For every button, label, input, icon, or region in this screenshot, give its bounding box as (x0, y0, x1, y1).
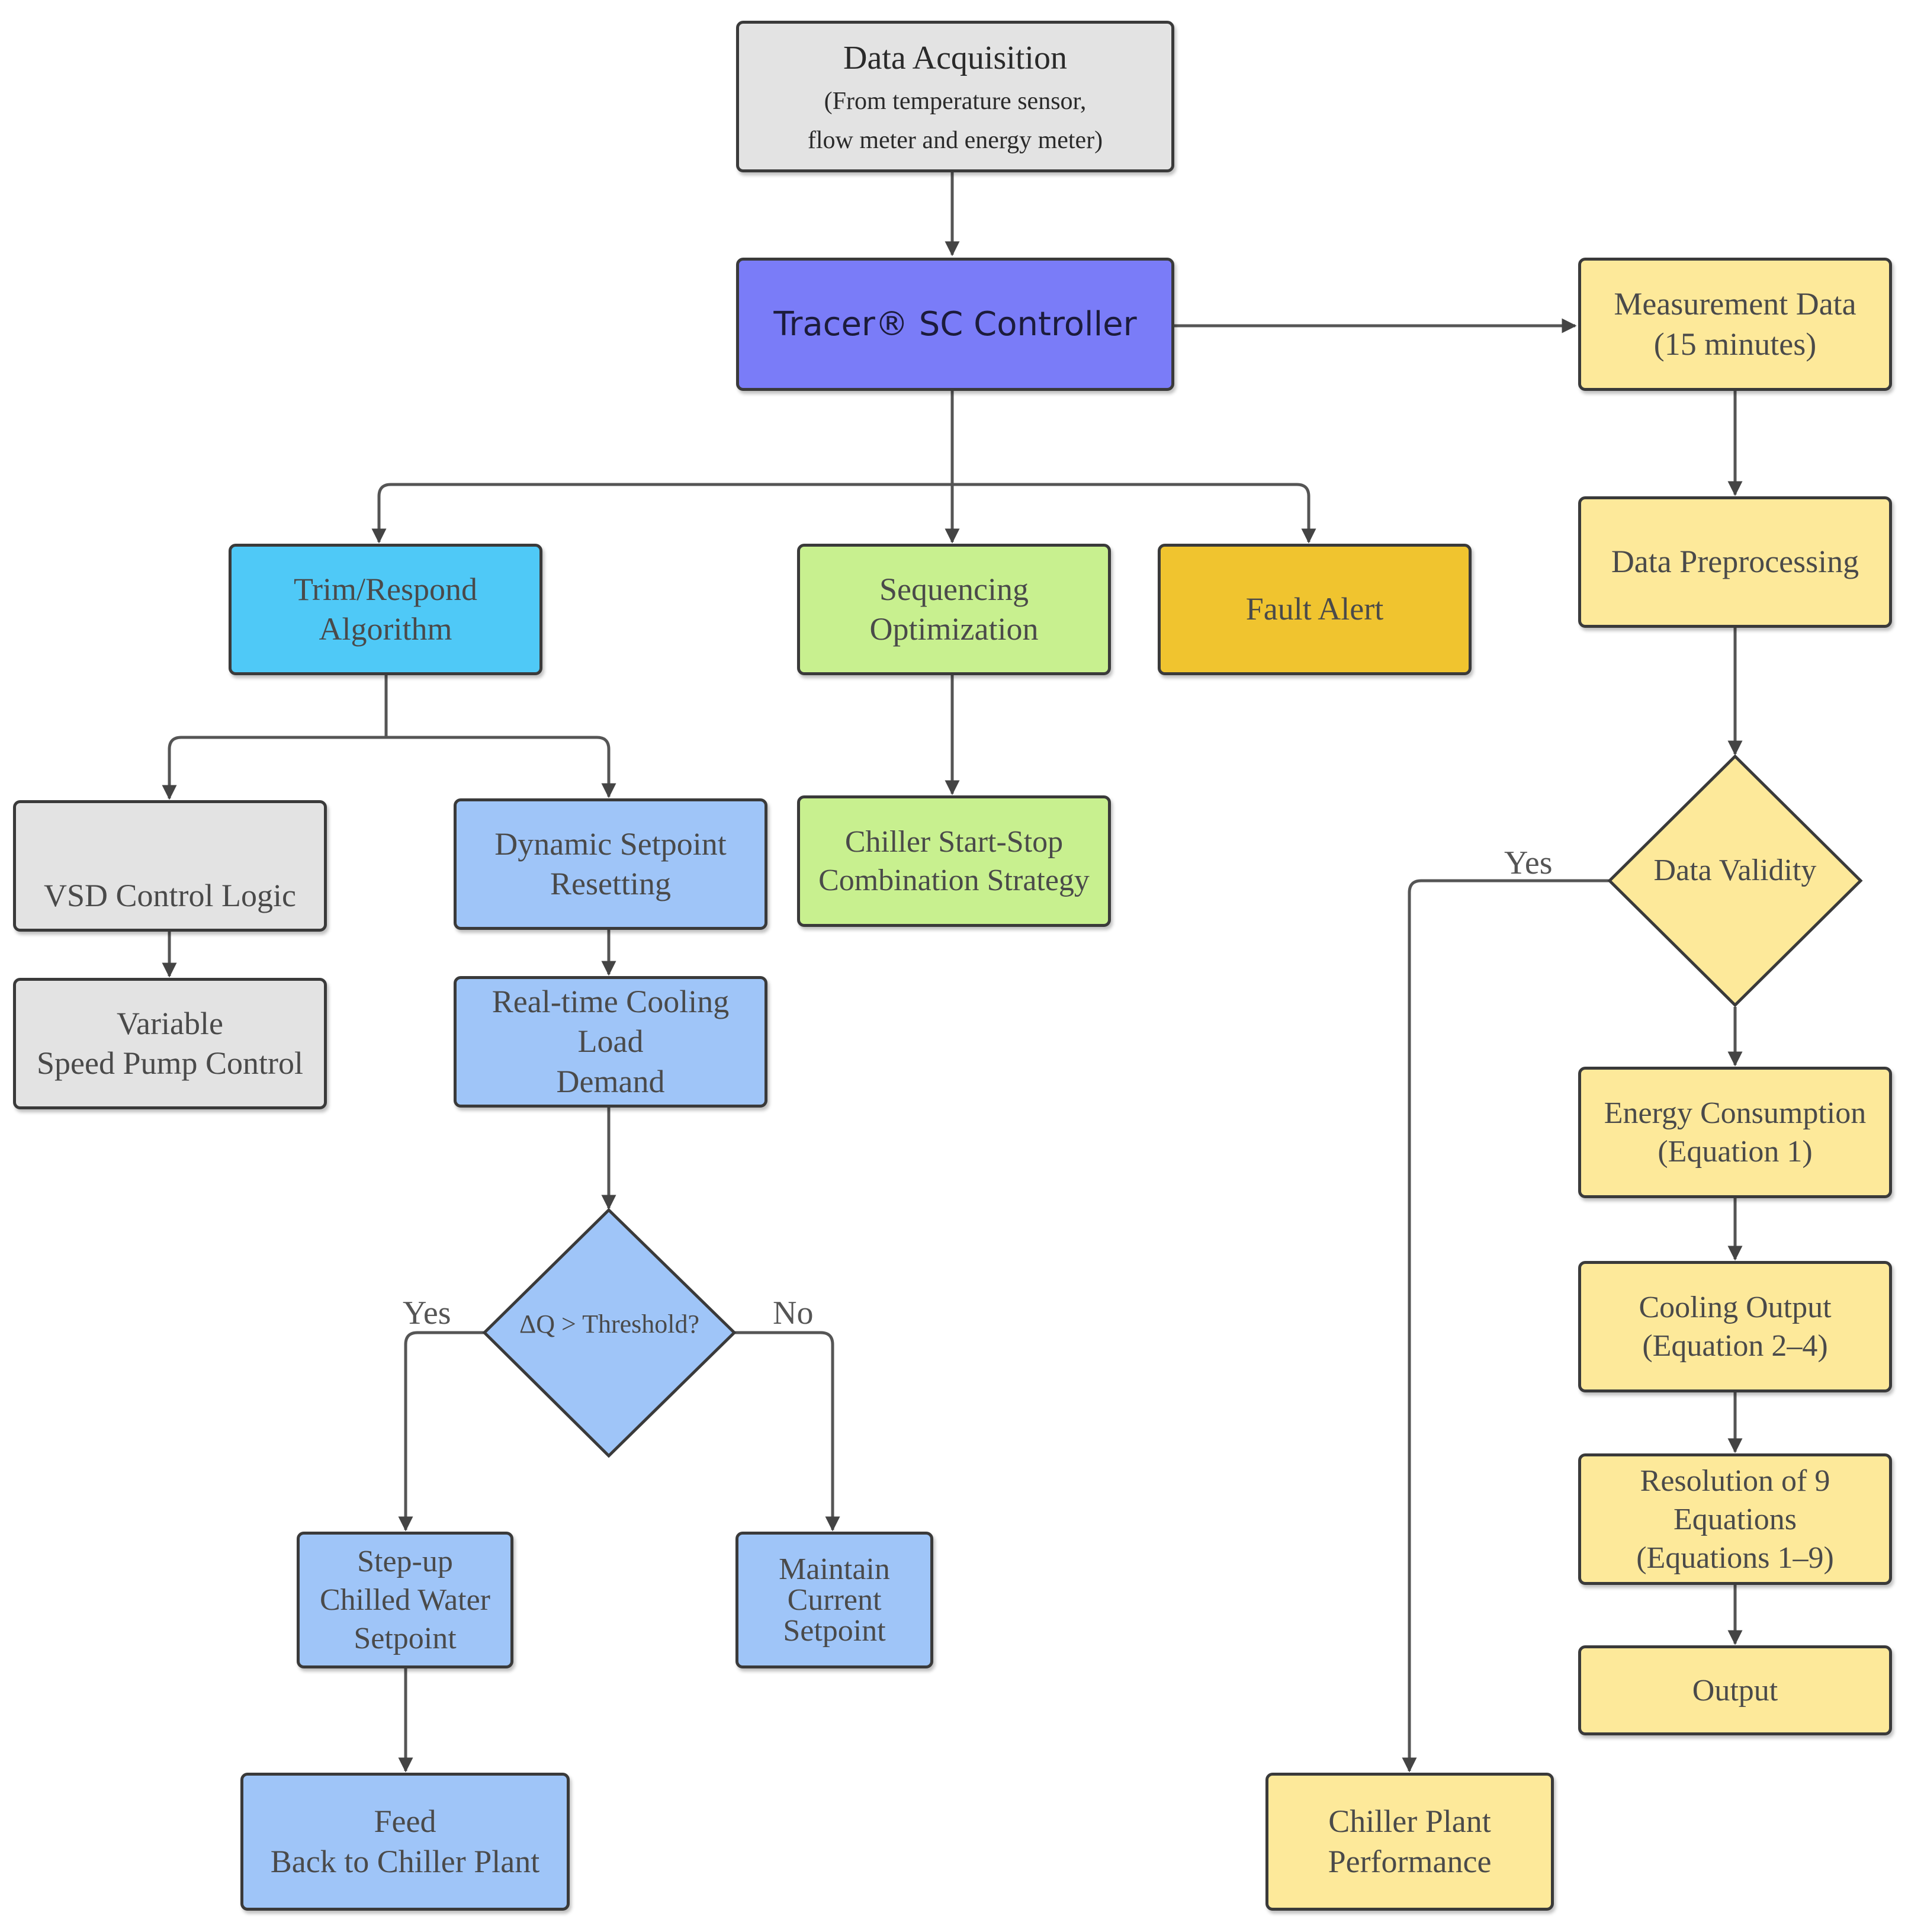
edge-label-validity-yes: Yes (1504, 845, 1553, 881)
node-energy-consumption: Energy Consumption (Equation 1) (1578, 1067, 1892, 1198)
node-realtime-cooling: Real-time Cooling Load Demand (454, 976, 767, 1108)
node-data-acquisition-line2: flow meter and energy meter) (807, 127, 1103, 154)
node-realtime-cooling-line2: Load (577, 1023, 644, 1060)
node-data-acquisition-title: Data Acquisition (843, 39, 1067, 76)
node-resolution: Resolution of 9 Equations (Equations 1–9… (1578, 1453, 1892, 1585)
node-maintain: Maintain Current Setpoint (735, 1532, 933, 1668)
node-cooling-output-line1: Cooling Output (1639, 1291, 1832, 1324)
node-variable-speed-line1: Variable (117, 1005, 223, 1041)
node-variable-speed-line2: Speed Pump Control (36, 1045, 303, 1081)
edge-branch-fault (952, 483, 1316, 544)
edge-threshold-yes (398, 1331, 484, 1532)
node-chiller-start-stop-line2: Combination Strategy (818, 864, 1090, 897)
node-sequencing-line2: Optimization (869, 611, 1039, 647)
node-dynamic-setpoint-line2: Resetting (550, 866, 671, 901)
node-vsd-control: VSD Control Logic (13, 800, 327, 932)
node-variable-speed: Variable Speed Pump Control (13, 978, 327, 1109)
node-maintain-line1: Maintain (779, 1552, 890, 1586)
node-output: Output (1578, 1645, 1892, 1735)
node-maintain-line2: Current (787, 1583, 882, 1617)
node-resolution-line1: Resolution of 9 (1640, 1464, 1830, 1498)
node-measurement-data-line1: Measurement Data (1614, 286, 1856, 322)
node-fault-alert: Fault Alert (1158, 544, 1472, 675)
data-validity-diamond (1607, 754, 1863, 1007)
node-step-up-line3: Setpoint (354, 1622, 457, 1655)
node-sequencing-line1: Sequencing (879, 571, 1029, 607)
node-step-up-line2: Chilled Water (319, 1583, 490, 1617)
node-feed-back-line1: Feed (374, 1803, 436, 1839)
node-energy-consumption-line1: Energy Consumption (1604, 1096, 1867, 1130)
edge-threshold-no (734, 1331, 840, 1532)
node-data-validity-label: Data Validity (1653, 853, 1817, 887)
node-chiller-start-stop: Chiller Start-Stop Combination Strategy (797, 795, 1111, 927)
node-maintain-line3: Setpoint (783, 1613, 886, 1648)
node-chiller-performance: Chiller Plant Performance (1265, 1773, 1554, 1911)
node-fault-alert-label: Fault Alert (1245, 591, 1384, 627)
node-data-preprocessing: Data Preprocessing (1578, 496, 1892, 628)
node-resolution-line2: Equations (1673, 1502, 1797, 1536)
edge-trim-dynamic (386, 736, 616, 798)
edge-validity-yes (1402, 879, 1610, 1773)
node-data-acquisition-line1: (From temperature sensor, (824, 87, 1087, 115)
node-data-acquisition: Data Acquisition (From temperature senso… (736, 21, 1174, 172)
node-realtime-cooling-line3: Demand (556, 1063, 665, 1099)
node-measurement-data-line2: (15 minutes) (1653, 326, 1817, 362)
node-realtime-cooling-line1: Real-time Cooling (492, 983, 730, 1019)
node-step-up-line1: Step-up (357, 1545, 453, 1578)
edge-label-threshold-no: No (773, 1295, 814, 1331)
node-data-preprocessing-label: Data Preprocessing (1611, 544, 1859, 580)
node-chiller-performance-line2: Performance (1328, 1843, 1492, 1879)
node-trim-respond: Trim/Respond Algorithm (229, 544, 542, 675)
node-step-up: Step-up Chilled Water Setpoint (297, 1532, 513, 1668)
node-vsd-control-label: VSD Control Logic (44, 877, 296, 913)
edge-branch-trim (371, 483, 952, 544)
node-energy-consumption-line2: (Equation 1) (1658, 1135, 1813, 1169)
node-dynamic-setpoint-line1: Dynamic Setpoint (494, 826, 727, 862)
node-sequencing: Sequencing Optimization (797, 544, 1111, 675)
node-feed-back-line2: Back to Chiller Plant (270, 1843, 540, 1879)
node-controller-label: Tracer® SC Controller (773, 304, 1137, 344)
node-feed-back: Feed Back to Chiller Plant (240, 1773, 570, 1911)
node-cooling-output-line2: (Equation 2–4) (1642, 1329, 1828, 1363)
edge-trim-vsd (162, 736, 386, 800)
node-cooling-output: Cooling Output (Equation 2–4) (1578, 1261, 1892, 1392)
node-trim-respond-line1: Trim/Respond (293, 571, 478, 607)
node-resolution-line3: (Equations 1–9) (1636, 1541, 1834, 1575)
node-output-label: Output (1692, 1673, 1778, 1708)
node-controller: Tracer® SC Controller (736, 258, 1174, 391)
node-chiller-performance-line1: Chiller Plant (1328, 1803, 1491, 1839)
node-chiller-start-stop-line1: Chiller Start-Stop (844, 825, 1064, 859)
node-dynamic-setpoint: Dynamic Setpoint Resetting (454, 798, 767, 930)
threshold-diamond (482, 1208, 737, 1458)
node-threshold-label: ΔQ > Threshold? (519, 1310, 700, 1339)
node-measurement-data: Measurement Data (15 minutes) (1578, 258, 1892, 391)
node-trim-respond-line2: Algorithm (319, 611, 452, 647)
edge-label-threshold-yes: Yes (403, 1295, 451, 1331)
